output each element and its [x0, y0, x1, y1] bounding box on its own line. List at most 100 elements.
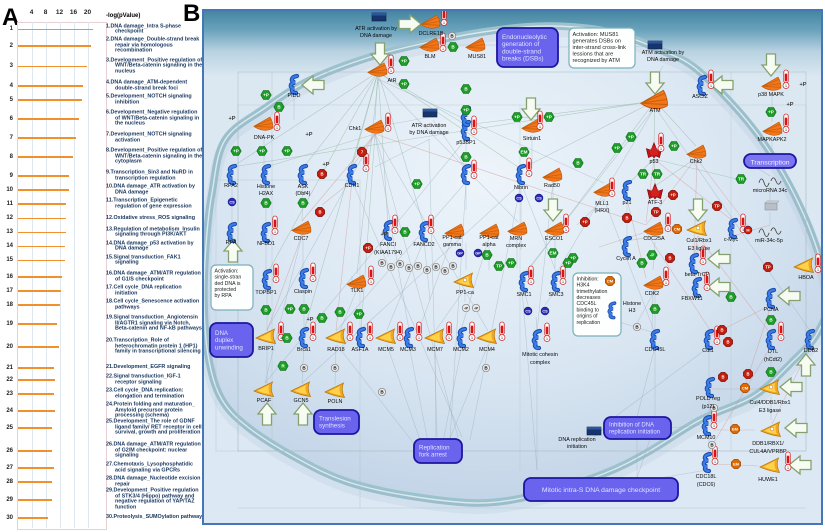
svg-text:by RPA: by RPA	[215, 293, 233, 299]
svg-text:+P: +P	[508, 261, 514, 266]
svg-text:H3K4: H3K4	[577, 283, 590, 289]
svg-text:p53: p53	[650, 159, 659, 165]
svg-text:CS: CS	[542, 310, 548, 314]
svg-text:MCM5: MCM5	[378, 347, 394, 353]
svg-text:-P: -P	[474, 306, 478, 311]
svg-text:beta-TrCP: beta-TrCP	[685, 272, 710, 278]
svg-text:+P: +P	[287, 307, 293, 312]
svg-text:+P: +P	[768, 110, 774, 115]
svg-text:TR: TR	[738, 177, 745, 182]
svg-text:DNA damage: DNA damage	[360, 33, 392, 39]
svg-text:+P: +P	[323, 162, 330, 168]
svg-text:+P: +P	[401, 59, 407, 64]
svg-text:+P: +P	[582, 220, 587, 225]
svg-text:B: B	[389, 265, 393, 270]
svg-text:Translesion: Translesion	[319, 416, 351, 423]
svg-text:+P: +P	[414, 182, 420, 187]
svg-text:B: B	[485, 253, 489, 258]
svg-text:MCM3: MCM3	[400, 347, 416, 353]
svg-text:POLN: POLN	[328, 399, 343, 405]
svg-text:CS: CS	[516, 197, 522, 201]
svg-text:ATF-3: ATF-3	[648, 200, 663, 206]
svg-text:+P: +P	[263, 93, 269, 98]
svg-text:(CDC6): (CDC6)	[697, 482, 715, 488]
svg-text:generates DSBs on: generates DSBs on	[573, 38, 622, 44]
svg-text:Rad50: Rad50	[544, 183, 560, 189]
svg-text:CM: CM	[607, 279, 614, 284]
svg-text:+P: +P	[229, 116, 236, 122]
svg-text:Nibrin: Nibrin	[514, 185, 528, 191]
svg-text:DCLRE1B: DCLRE1B	[419, 31, 444, 37]
svg-text:Cyclin A: Cyclin A	[616, 256, 636, 262]
svg-text:+P: +P	[233, 149, 239, 154]
svg-text:inter-strand cross-link: inter-strand cross-link	[573, 45, 627, 51]
svg-text:Claspin: Claspin	[294, 289, 312, 295]
svg-text:double-strand: double-strand	[502, 48, 542, 55]
svg-text:GP: GP	[457, 252, 463, 256]
svg-text:alpha: alpha	[482, 242, 495, 248]
svg-text:lessions that are: lessions that are	[573, 52, 614, 58]
svg-text:TR: TR	[654, 172, 661, 177]
svg-text:GCN5: GCN5	[294, 398, 309, 404]
svg-text:DTL: DTL	[768, 349, 778, 355]
svg-text:Chk2: Chk2	[690, 159, 703, 165]
svg-text:CS: CS	[229, 201, 235, 205]
svg-text:POLD reg: POLD reg	[696, 396, 720, 402]
svg-text:B: B	[721, 375, 724, 380]
svg-text:B: B	[285, 336, 289, 341]
svg-text:(Dbf4): (Dbf4)	[296, 191, 311, 197]
svg-text:CDC45L: CDC45L	[577, 301, 597, 307]
svg-text:+P: +P	[307, 317, 314, 323]
svg-text:+P: +P	[565, 261, 571, 266]
svg-text:B: B	[484, 366, 488, 371]
svg-text:duplex: duplex	[215, 337, 234, 344]
svg-text:B: B	[640, 261, 644, 266]
svg-text:EM: EM	[521, 150, 528, 155]
svg-text:Activation:: Activation:	[215, 268, 239, 274]
svg-text:TLK1: TLK1	[351, 288, 364, 294]
svg-text:unwinding: unwinding	[215, 344, 243, 351]
svg-text:fork arrest: fork arrest	[419, 452, 447, 459]
svg-text:p53BP1: p53BP1	[456, 140, 475, 146]
svg-text:+P: +P	[670, 193, 675, 198]
svg-text:+P: +P	[671, 144, 677, 149]
svg-text:7: 7	[361, 150, 364, 155]
svg-text:replication initiation: replication initiation	[609, 430, 660, 436]
svg-text:B: B	[416, 264, 420, 269]
svg-text:DDB2: DDB2	[804, 348, 818, 354]
svg-text:Inhibition:: Inhibition:	[577, 276, 599, 282]
svg-text:trimethylation: trimethylation	[577, 289, 608, 295]
svg-text:CDC25A: CDC25A	[643, 236, 665, 242]
svg-text:Cul1/Rbx1: Cul1/Rbx1	[686, 238, 711, 244]
svg-text:B: B	[726, 340, 729, 345]
svg-text:FBXW11: FBXW11	[681, 296, 702, 302]
svg-text:decreases: decreases	[577, 295, 601, 301]
svg-text:PP1-ca: PP1-ca	[456, 290, 474, 296]
svg-text:FANCD2: FANCD2	[413, 242, 434, 248]
svg-text:E3 ligase: E3 ligase	[759, 408, 781, 414]
svg-text:B: B	[264, 201, 268, 206]
svg-text:HUWE1: HUWE1	[758, 477, 777, 483]
svg-text:B: B	[635, 325, 639, 330]
svg-text:ASCIZ: ASCIZ	[692, 94, 709, 100]
svg-text:generation of: generation of	[502, 41, 540, 48]
svg-text:TR: TR	[640, 172, 647, 177]
svg-text:ded DNA is: ded DNA is	[215, 281, 241, 287]
svg-text:(p12): (p12)	[702, 404, 715, 410]
svg-text:ATM activation by: ATM activation by	[642, 50, 685, 56]
svg-text:+P: +P	[463, 108, 469, 113]
svg-text:B: B	[653, 307, 657, 312]
svg-text:MCM4: MCM4	[479, 347, 495, 353]
svg-text:Activation: MUS81: Activation: MUS81	[573, 32, 619, 38]
svg-text:synthesis: synthesis	[319, 423, 345, 430]
svg-text:R: R	[281, 364, 285, 369]
svg-text:TOPBP1: TOPBP1	[255, 290, 276, 296]
svg-text:B: B	[320, 172, 323, 177]
svg-text:H3: H3	[629, 308, 636, 314]
svg-text:MCM7: MCM7	[427, 347, 443, 353]
svg-text:initiation: initiation	[567, 444, 587, 450]
svg-text:Transcription: Transcription	[750, 160, 789, 167]
svg-text:Mitotic intra-S DNA damage che: Mitotic intra-S DNA damage checkpoint	[542, 487, 660, 494]
svg-text:PIDD: PIDD	[288, 93, 301, 99]
svg-text:B: B	[710, 443, 714, 448]
